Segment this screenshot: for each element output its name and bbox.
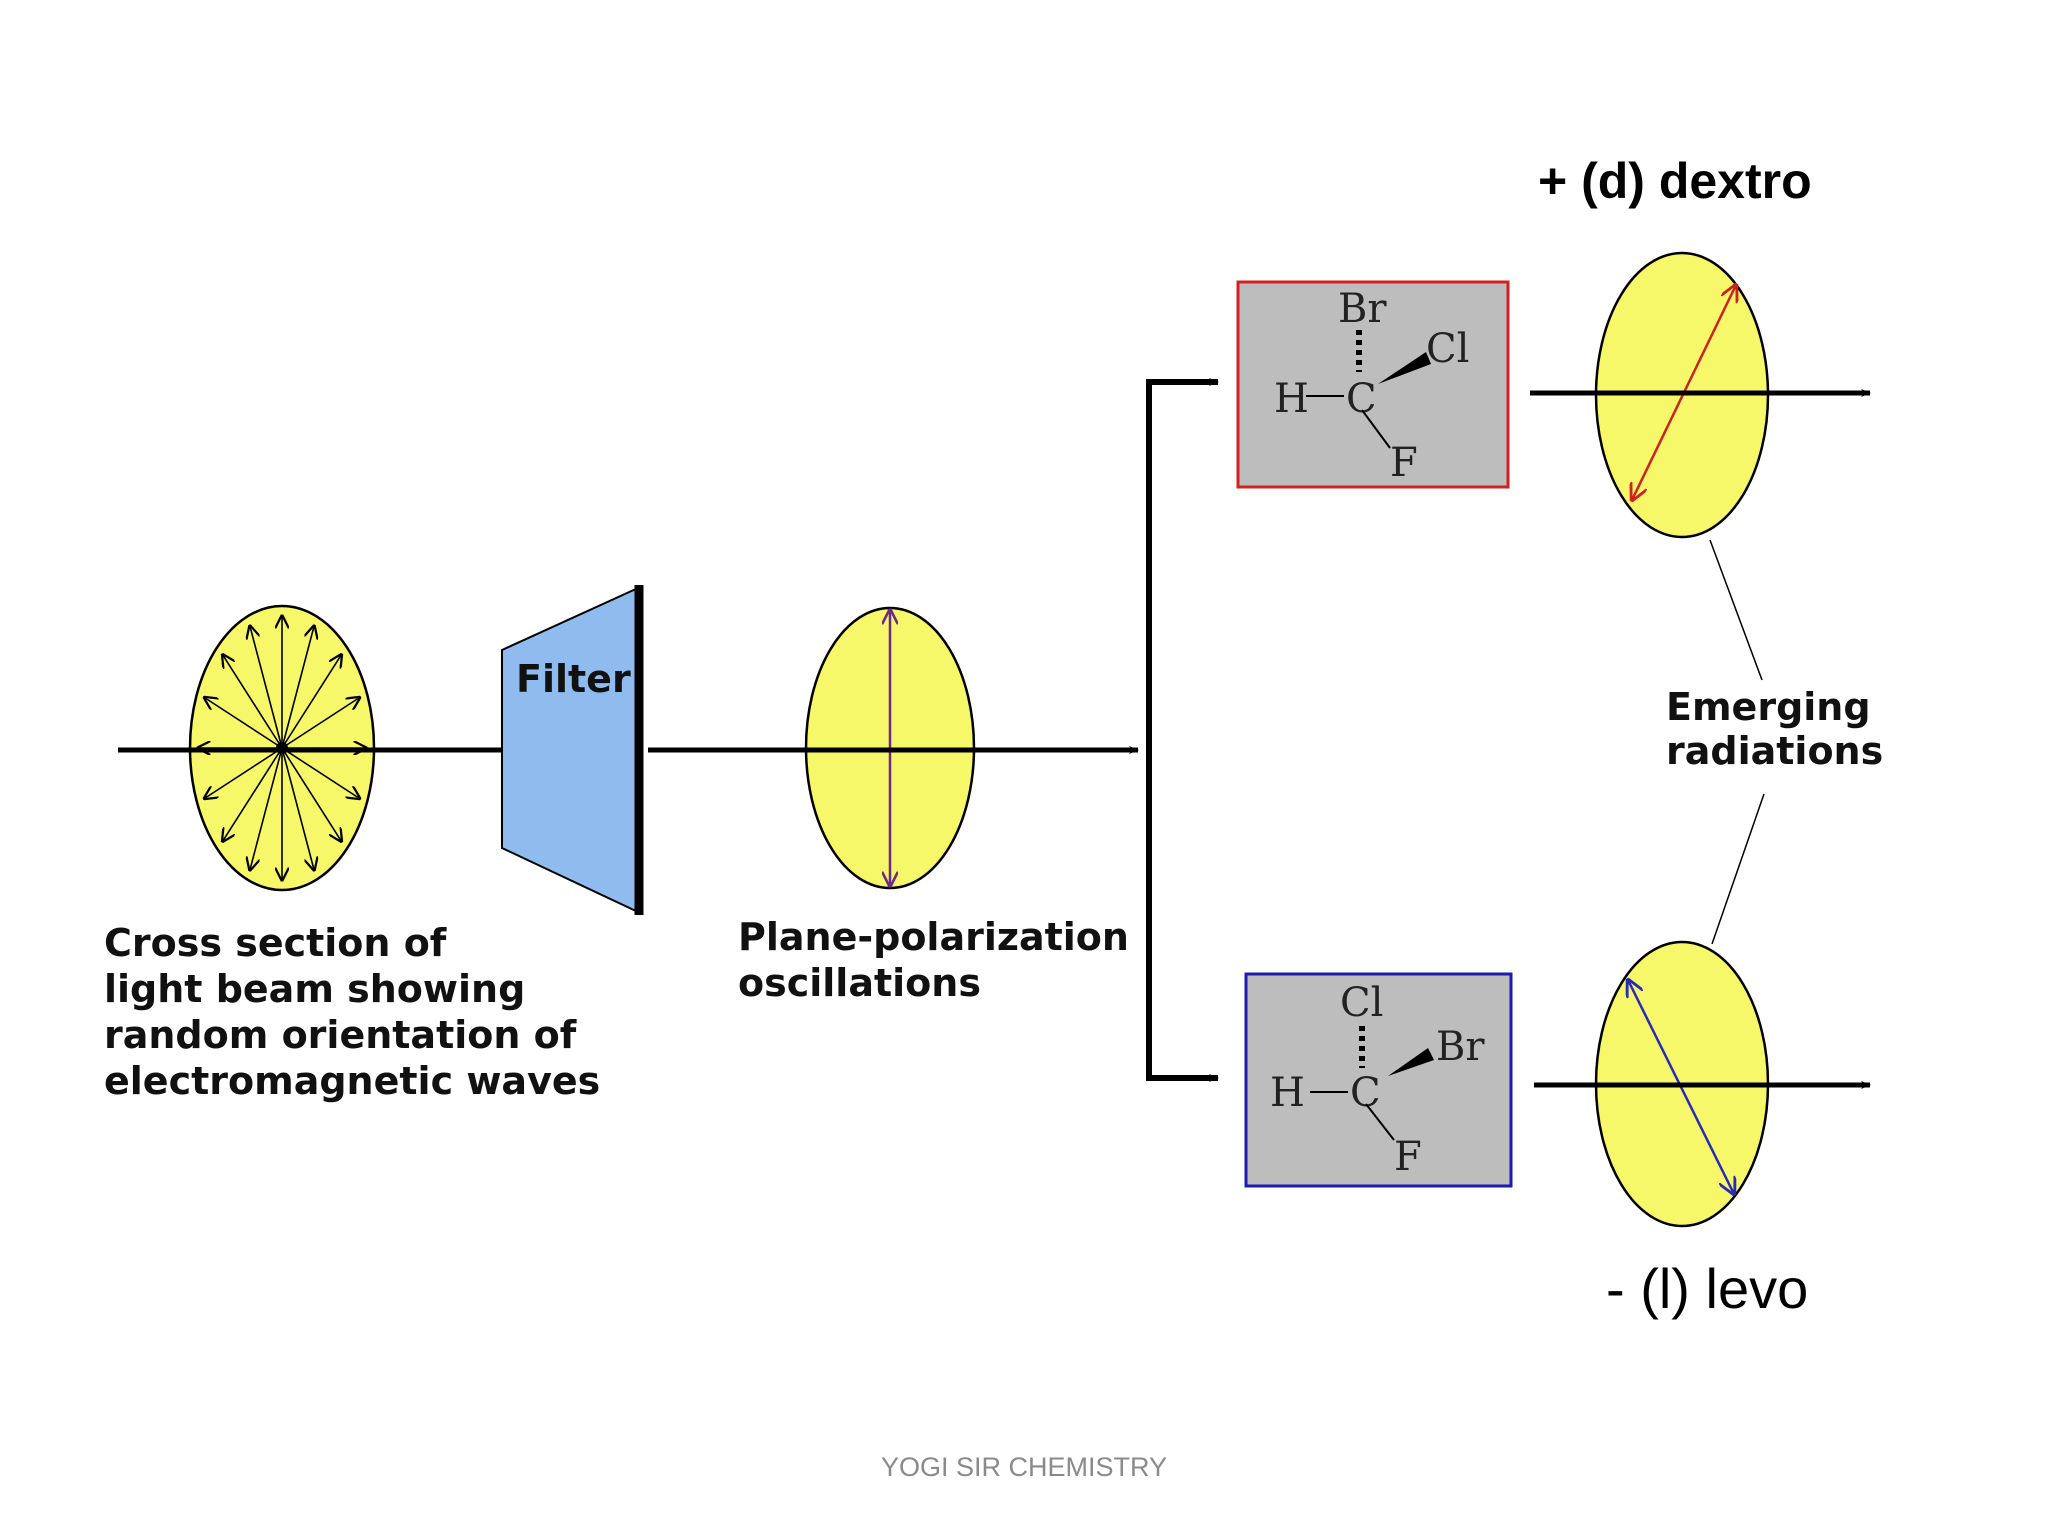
cross-section-label: Cross section of light beam showing rand… xyxy=(104,921,600,1103)
plane-polarization-label: Plane-polarization oscillations xyxy=(738,915,1142,1005)
plane-polarization-line-1: Plane-polarization xyxy=(738,915,1129,959)
top-atom-right: Cl xyxy=(1426,326,1469,372)
bottom-atom-left: H xyxy=(1270,1070,1305,1116)
dextro-label: + (d) dextro xyxy=(1538,153,1812,209)
emerging-radiations-label: Emerging radiations xyxy=(1666,685,1884,773)
top-wedge-bond xyxy=(1378,352,1431,384)
ray-arrow xyxy=(223,747,283,841)
levo-molecule-box xyxy=(1244,972,1513,1188)
top-atom-left: H xyxy=(1274,376,1309,422)
ray-arrow xyxy=(204,698,283,749)
emerging-callout-bottom-line xyxy=(1711,793,1765,945)
dextro-emerging-radiation xyxy=(1530,251,1871,539)
cross-section-line-3: random orientation of xyxy=(104,1013,577,1057)
cross-section-line-1: Cross section of xyxy=(104,921,447,965)
ray-arrow xyxy=(281,747,360,799)
top-down-bond xyxy=(1361,409,1391,449)
plane-polarization-line-2: oscillations xyxy=(738,961,981,1005)
ray-arrow xyxy=(204,747,283,799)
cross-section-line-2: light beam showing xyxy=(104,967,525,1011)
top-atom-up: Br xyxy=(1338,286,1387,332)
ray-arrow xyxy=(250,747,283,870)
bottom-atom-right: Br xyxy=(1436,1024,1485,1070)
bottom-atom-down: F xyxy=(1394,1134,1422,1180)
ray-arrow xyxy=(281,747,341,841)
levo-molecule: Cl Br H C F xyxy=(1244,972,1513,1188)
top-atom-down: F xyxy=(1390,440,1418,486)
bottom-down-bond xyxy=(1365,1103,1395,1141)
emerging-line-2: radiations xyxy=(1666,729,1883,773)
filter-label: Filter xyxy=(516,657,631,701)
beam-split xyxy=(1146,378,1219,1082)
dextro-molecule: Br Cl H C F xyxy=(1236,280,1510,489)
bottom-wedge-bond xyxy=(1388,1048,1434,1076)
bottom-atom-up: Cl xyxy=(1340,980,1383,1026)
bottom-atom-center: C xyxy=(1350,1070,1381,1116)
levo-label: - (l) levo xyxy=(1606,1257,1808,1320)
dextro-molecule-box xyxy=(1236,280,1510,489)
ray-arrow xyxy=(281,698,360,749)
ray-arrow xyxy=(223,655,283,749)
top-atom-center: C xyxy=(1346,376,1377,422)
ray-arrow xyxy=(250,626,283,749)
cross-section-line-4: electromagnetic waves xyxy=(104,1059,600,1103)
ray-arrow xyxy=(281,747,314,870)
filter-body xyxy=(501,586,639,914)
ray-arrow xyxy=(281,626,314,749)
levo-emerging-radiation xyxy=(1534,940,1871,1228)
polarizing-filter: Filter xyxy=(501,585,644,915)
plane-polarized-cross-section xyxy=(804,606,976,890)
footer-text: YOGI SIR CHEMISTRY xyxy=(881,1452,1167,1482)
emerging-line-1: Emerging xyxy=(1666,685,1871,729)
emerging-callout-top-line xyxy=(1709,539,1763,681)
ray-arrow xyxy=(281,655,341,749)
